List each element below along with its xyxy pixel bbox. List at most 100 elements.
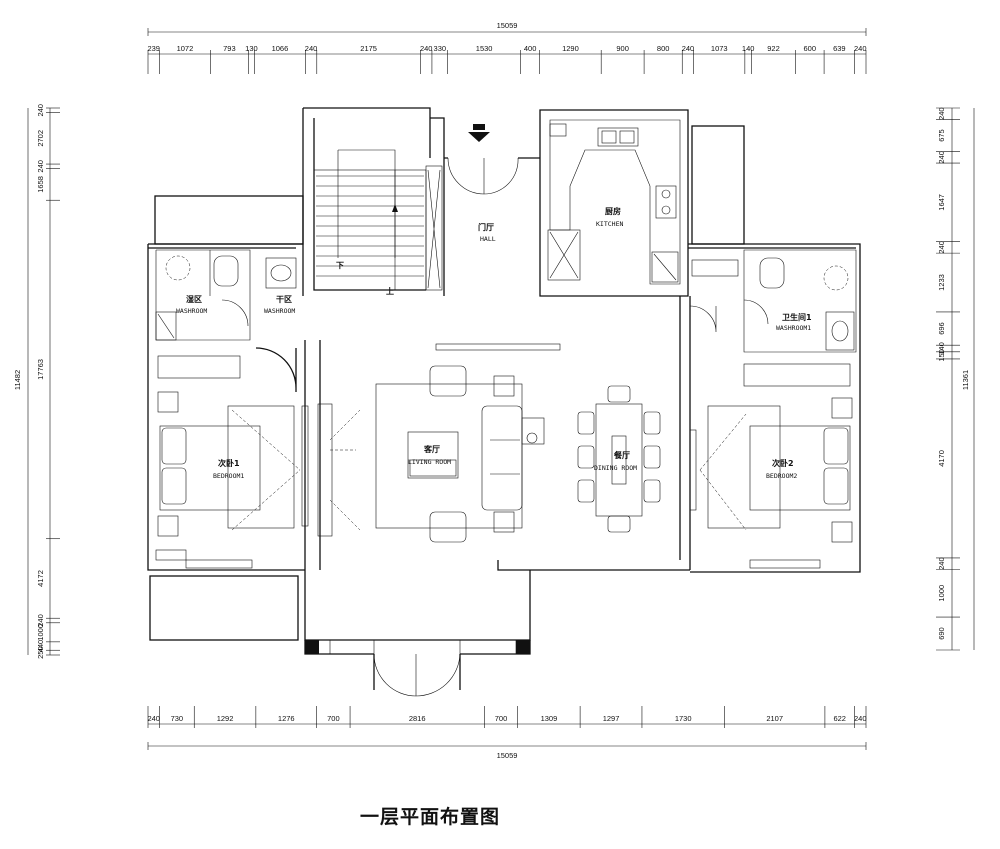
dimension-label: 730 [171, 714, 184, 723]
dimension-label: 1066 [272, 44, 289, 53]
living-room-label-cn: 客厅 [423, 444, 440, 454]
kitchen-fixtures [547, 119, 681, 285]
dimension-label: 240 [36, 614, 45, 627]
dimension-label: 2175 [360, 44, 377, 53]
dimension-label: 600 [804, 44, 817, 53]
bedroom1-label-en: BEDROOM1 [213, 472, 244, 480]
stairs-down-label: 下 [336, 261, 344, 270]
dimension-label: 1073 [711, 44, 728, 53]
top-total-dimension: 15059 [497, 21, 518, 30]
dimension-label: 1000 [937, 585, 946, 602]
dining-room-label-cn: 餐厅 [613, 450, 630, 460]
hall-label-cn: 门厅 [478, 222, 494, 232]
dimension-label: 240 [937, 557, 946, 570]
bottom-total-dimension: 15059 [497, 751, 518, 760]
dimension-label: 17763 [36, 359, 45, 380]
sill-hatch-left [329, 639, 375, 655]
staircase: 下 上 [313, 149, 427, 296]
dimension-label: 140 [742, 44, 755, 53]
dimension-label: 700 [327, 714, 340, 723]
dimension-label: 1233 [937, 274, 946, 291]
dimension-label: 240 [937, 151, 946, 164]
dimension-label: 239 [147, 44, 160, 53]
dimension-label: 1000 [36, 624, 45, 641]
dimension-label: 922 [767, 44, 780, 53]
dimension-label: 330 [434, 44, 447, 53]
wet-area-label-cn: 湿区 [186, 294, 202, 304]
dimension-label: 2107 [766, 714, 783, 723]
dimension-label: 800 [657, 44, 670, 53]
bedroom2-label-cn: 次卧2 [772, 458, 794, 468]
dimension-label: 240 [854, 44, 867, 53]
dimension-label: 1730 [675, 714, 692, 723]
dimension-label: 150 [937, 349, 946, 362]
wet-area-label-en: WASHROOM [176, 307, 207, 315]
column-bottom-left [305, 640, 319, 654]
column-bottom-right [516, 640, 530, 654]
dimension-label: 793 [223, 44, 236, 53]
left-total-dimension: 11482 [13, 370, 22, 390]
dimension-label: 440 [36, 640, 45, 653]
dimension-label: 240 [682, 44, 695, 53]
kitchen-label-en: KITCHEN [596, 220, 623, 228]
sill-hatch-right [459, 639, 517, 655]
dimension-label: 1290 [562, 44, 579, 53]
dimension-label: 240 [937, 241, 946, 254]
dimension-label: 240 [147, 714, 160, 723]
dimension-label: 675 [937, 129, 946, 142]
dimension-label: 622 [833, 714, 846, 723]
dimension-label: 4170 [937, 450, 946, 467]
dimension-label: 639 [833, 44, 846, 53]
dimension-label: 1072 [177, 44, 194, 53]
dimension-label: 1647 [937, 194, 946, 211]
right-total-dimension: 11361 [961, 370, 970, 390]
living-room-furniture [375, 343, 561, 543]
dimension-label: 696 [937, 322, 946, 335]
exterior-walls [147, 107, 861, 655]
living-room-label-en: LIVING ROOM [408, 458, 451, 466]
washroom1-label-en: WASHROOM1 [776, 324, 811, 332]
dining-room-label-en: DINING ROOM [594, 464, 637, 472]
page-title: 一层平面布置图 [360, 806, 501, 828]
stairs-up-label: 上 [386, 286, 394, 296]
dimension-label: 240 [36, 160, 45, 173]
dimension-label: 130 [245, 44, 258, 53]
dimension-label: 1309 [541, 714, 558, 723]
bedroom2-label-en: BEDROOM2 [766, 472, 797, 480]
hall-double-door [425, 157, 519, 291]
dry-area-label-cn: 干区 [276, 295, 292, 304]
dimension-label: 400 [524, 44, 537, 53]
dining-room-furniture [577, 385, 661, 533]
dimension-label: 140 [937, 342, 946, 355]
dimension-label: 250 [36, 646, 45, 659]
balcony-top-right [691, 125, 745, 245]
bottom-double-door [373, 653, 461, 697]
balcony-bottom-left [149, 575, 299, 641]
left-dimension-chain: 11482 2402702240165817763417224010004402… [13, 104, 60, 659]
dry-area-label-en: WASHROOM [264, 307, 295, 315]
dimension-label: 4172 [36, 570, 45, 587]
dimension-label: 1297 [603, 714, 620, 723]
bedroom2-furniture [689, 363, 853, 569]
dimension-label: 240 [937, 107, 946, 120]
washroom1-label-cn: 卫生间1 [782, 312, 812, 322]
bedroom1-label-cn: 次卧1 [218, 458, 240, 468]
dimension-label: 1276 [278, 714, 295, 723]
dimension-label: 1530 [476, 44, 493, 53]
dimension-label: 690 [937, 627, 946, 640]
right-washroom-fixtures [689, 249, 857, 353]
dimension-label: 1292 [217, 714, 234, 723]
dimension-label: 240 [305, 44, 318, 53]
balcony-top-left [154, 195, 304, 245]
bedroom1-furniture [155, 347, 361, 569]
left-washroom-fixtures [155, 249, 297, 341]
dimension-label: 900 [616, 44, 629, 53]
entry-arrow-icon [468, 124, 490, 142]
dimension-label: 240 [854, 714, 867, 723]
dimension-label: 240 [420, 44, 433, 53]
dimension-label: 1658 [36, 176, 45, 193]
